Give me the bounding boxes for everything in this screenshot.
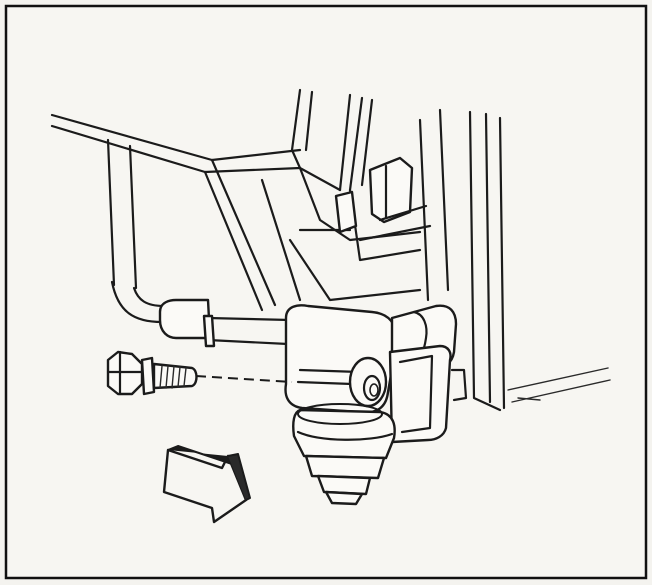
- direction-arrow-icon: [162, 445, 251, 524]
- sensor-bracket: [284, 304, 468, 506]
- hose-pipe: [110, 280, 292, 348]
- frame-rail: [50, 88, 611, 412]
- fastener-bolt: [106, 350, 198, 396]
- alignment-dash-line: [195, 375, 293, 383]
